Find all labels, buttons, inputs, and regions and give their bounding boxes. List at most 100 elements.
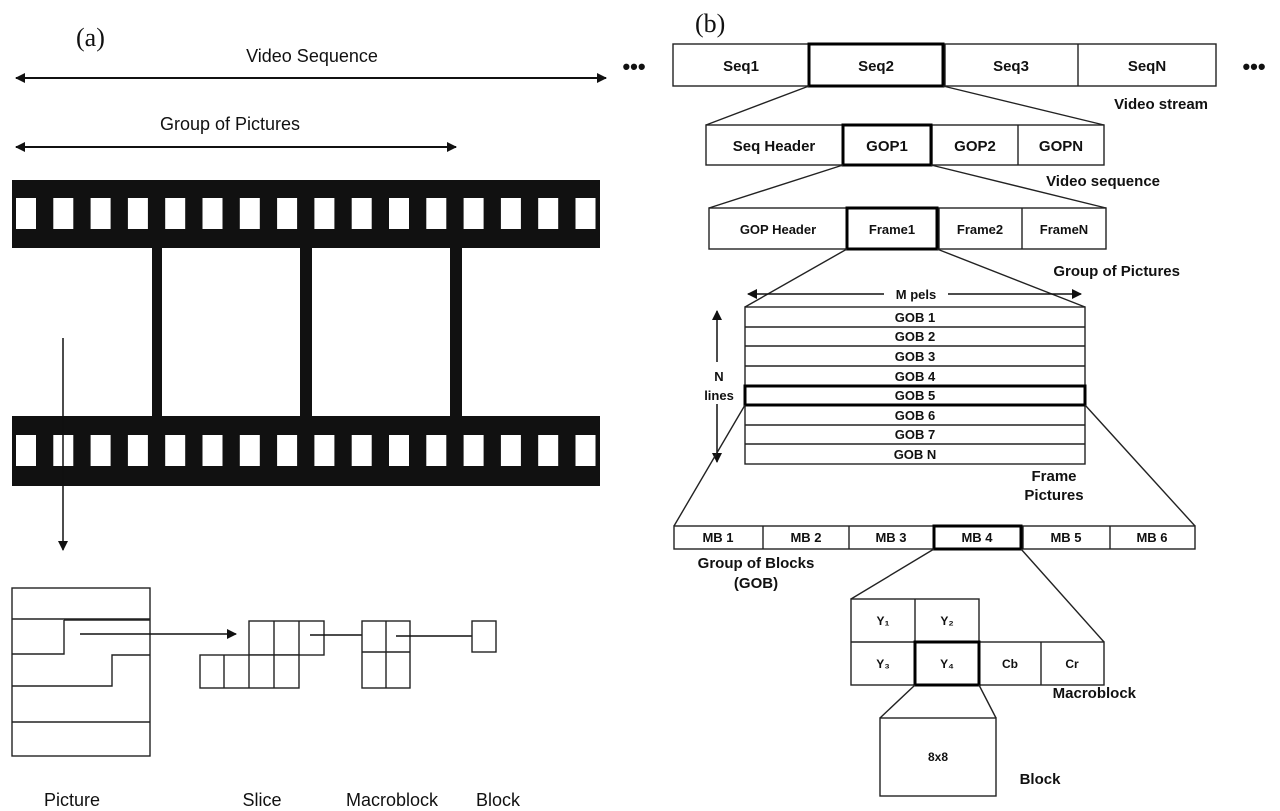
sprocket-hole xyxy=(314,435,334,466)
sprocket-hole xyxy=(501,198,521,229)
gob-row-label: GOB 6 xyxy=(895,408,935,423)
video-sequence-row: Seq Header GOP1 GOP2 GOPN xyxy=(706,125,1104,165)
gob-caption: Group of Blocks xyxy=(698,555,815,572)
caption-slice: Slice xyxy=(242,790,281,810)
sprocket-hole xyxy=(128,198,148,229)
sprocket-hole xyxy=(203,198,223,229)
sprocket-hole xyxy=(538,198,558,229)
macroblock-components: Y₁ Y₂ Y₃ Y₄ Cb Cr xyxy=(851,599,1104,685)
sprocket-hole xyxy=(16,198,36,229)
zoom-line xyxy=(1021,549,1104,642)
frame-caption: Frame xyxy=(1031,468,1076,485)
frame-gob-stack: GOB 1 GOB 2 GOB 3 GOB 4 GOB 5 GOB 6 GOB … xyxy=(745,307,1085,464)
m-pels-label: M pels xyxy=(896,287,936,302)
slice-diagram xyxy=(200,621,324,688)
zoom-line xyxy=(674,405,745,526)
block-8x8-label: 8x8 xyxy=(928,750,948,764)
gop-row: GOP Header Frame1 Frame2 FrameN xyxy=(709,208,1106,249)
sprocket-hole xyxy=(426,198,446,229)
sprocket-hole xyxy=(538,435,558,466)
stream-cell: Seq2 xyxy=(858,58,894,75)
video-stream-caption: Video stream xyxy=(1114,96,1208,113)
y1-label: Y₁ xyxy=(877,614,890,628)
sprocket-hole xyxy=(53,198,73,229)
caption-macroblock: Macroblock xyxy=(346,790,439,810)
stream-cell: SeqN xyxy=(1128,58,1166,75)
zoom-line xyxy=(706,86,809,125)
n-lines-label: N xyxy=(714,369,723,384)
stream-cell: Seq1 xyxy=(723,58,759,75)
picture-diagram xyxy=(12,588,150,756)
stream-cell: Seq3 xyxy=(993,58,1029,75)
zoom-line xyxy=(1085,405,1195,526)
sprocket-hole xyxy=(277,435,297,466)
cb-label: Cb xyxy=(1002,657,1018,671)
y4-label: Y₄ xyxy=(940,657,954,671)
panel-a-label: (a) xyxy=(76,23,105,52)
sprocket-hole xyxy=(576,198,596,229)
sprocket-hole xyxy=(464,435,484,466)
gob-cell: MB 2 xyxy=(790,530,821,545)
gob-row-label: GOB 1 xyxy=(895,310,935,325)
gob-cell: MB 1 xyxy=(702,530,733,545)
sprocket-hole xyxy=(16,435,36,466)
gop-cell: Frame1 xyxy=(869,222,915,237)
group-of-pictures-label: Group of Pictures xyxy=(160,114,300,134)
block-caption: Block xyxy=(1020,771,1062,788)
zoom-line xyxy=(709,165,843,208)
y3-label: Y₃ xyxy=(876,657,890,671)
sprocket-hole xyxy=(277,198,297,229)
sprocket-hole xyxy=(352,435,372,466)
sprocket-hole xyxy=(91,198,111,229)
gob-row-label: GOB N xyxy=(894,447,937,462)
sprocket-hole xyxy=(165,198,185,229)
sequence-cell: Seq Header xyxy=(733,138,816,155)
sprocket-hole xyxy=(203,435,223,466)
gop-caption: Group of Pictures xyxy=(1053,263,1180,280)
video-stream-row: Seq1 Seq2 Seq3 SeqN xyxy=(673,44,1216,86)
sprocket-hole xyxy=(501,435,521,466)
gob-row-label: GOB 3 xyxy=(895,349,935,364)
zoom-line xyxy=(943,86,1104,125)
zoom-line xyxy=(880,685,915,718)
sprocket-hole xyxy=(240,435,260,466)
sprocket-hole xyxy=(426,435,446,466)
sprocket-hole xyxy=(165,435,185,466)
sequence-cell: GOP1 xyxy=(866,138,908,155)
cr-label: Cr xyxy=(1065,657,1079,671)
frame-caption: Pictures xyxy=(1024,487,1083,504)
y2-label: Y₂ xyxy=(940,614,953,628)
frame-divider xyxy=(152,248,162,416)
sprocket-hole xyxy=(240,198,260,229)
gop-cell: FrameN xyxy=(1040,222,1088,237)
zoom-line xyxy=(745,249,847,307)
gob-caption: (GOB) xyxy=(734,575,778,592)
video-sequence-caption: Video sequence xyxy=(1046,173,1160,190)
caption-block: Block xyxy=(476,790,521,810)
gob-cell: MB 5 xyxy=(1050,530,1081,545)
macroblock-caption: Macroblock xyxy=(1053,685,1137,702)
macroblock-diagram xyxy=(362,621,410,688)
zoom-line xyxy=(851,549,934,599)
gob-row-label: GOB 7 xyxy=(895,427,935,442)
sprocket-hole xyxy=(91,435,111,466)
block-diagram xyxy=(472,621,496,652)
zoom-line xyxy=(979,685,996,718)
gob-row-label: GOB 2 xyxy=(895,329,935,344)
gop-cell: Frame2 xyxy=(957,222,1003,237)
gob-macroblock-row: MB 1 MB 2 MB 3 MB 4 MB 5 MB 6 xyxy=(674,526,1195,549)
panel-b-label: (b) xyxy=(695,9,725,38)
sprocket-hole xyxy=(389,198,409,229)
caption-picture: Picture xyxy=(44,790,100,810)
sprocket-hole xyxy=(352,198,372,229)
gob-cell: MB 3 xyxy=(875,530,906,545)
sprocket-hole xyxy=(464,198,484,229)
frame-divider xyxy=(300,248,312,416)
gop-cell: GOP Header xyxy=(740,222,816,237)
ellipsis-right: ••• xyxy=(1242,54,1265,79)
video-sequence-label: Video Sequence xyxy=(246,46,378,66)
gob-cell: MB 6 xyxy=(1136,530,1167,545)
sprocket-hole xyxy=(576,435,596,466)
sprocket-hole xyxy=(128,435,148,466)
